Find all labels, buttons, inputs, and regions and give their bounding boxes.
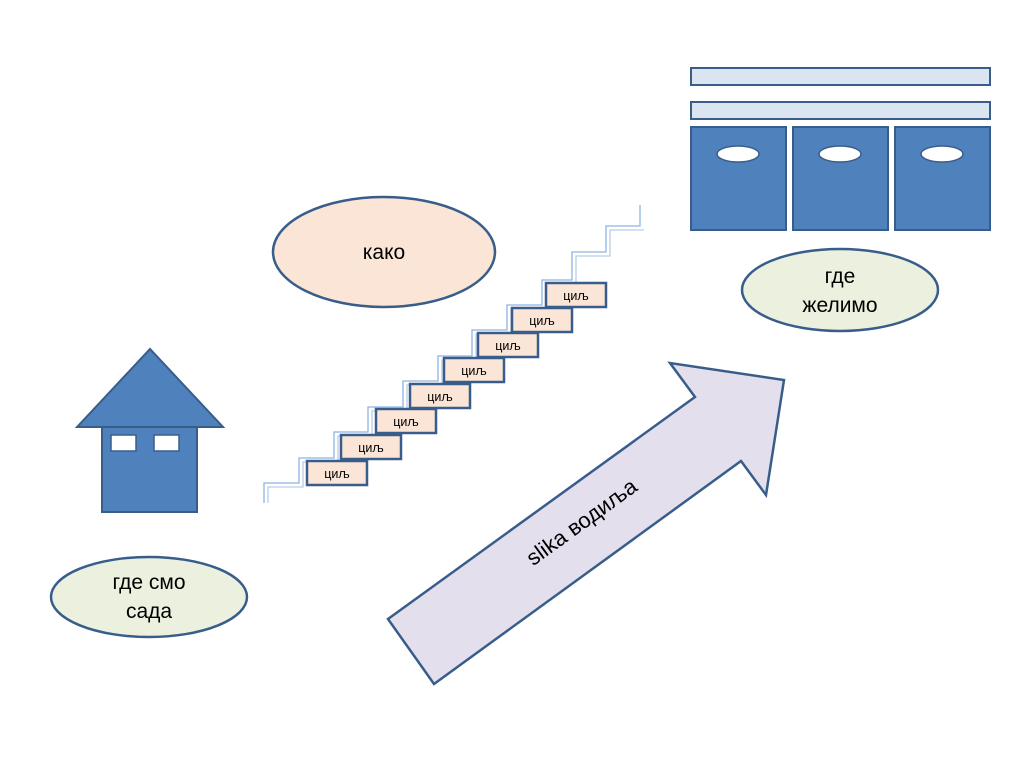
- goal-step-label: циљ: [495, 339, 520, 353]
- current-state-line2: сада: [126, 600, 172, 623]
- goal-step: циљ: [374, 407, 438, 435]
- goal-step: циљ: [408, 382, 472, 410]
- goal-step-label: циљ: [461, 364, 486, 378]
- building-block-3: [894, 126, 991, 231]
- building-window-2: [818, 145, 862, 163]
- building-window-3: [920, 145, 964, 163]
- building-roof-bar-top: [690, 67, 991, 86]
- target-line2: желимо: [802, 294, 877, 317]
- house-window-left: [110, 434, 137, 452]
- goal-step-label: циљ: [529, 314, 554, 328]
- house-window-right: [153, 434, 180, 452]
- target-line1: где: [825, 265, 856, 288]
- goal-step: циљ: [510, 306, 574, 334]
- goal-steps: циљ циљ циљ циљ циљ циљ циљ циљ: [305, 281, 608, 487]
- how-ellipse: како: [271, 195, 497, 309]
- current-state-line1: где смо: [112, 571, 185, 594]
- goal-step-label: циљ: [358, 441, 383, 455]
- goal-step-label: циљ: [324, 467, 349, 481]
- building-window-1: [716, 145, 760, 163]
- goal-step-label: циљ: [393, 415, 418, 429]
- goal-step: циљ: [305, 459, 369, 487]
- building-block-1: [690, 126, 787, 231]
- goal-step: циљ: [339, 433, 403, 461]
- goal-step: циљ: [476, 331, 540, 359]
- goal-step-label: циљ: [563, 289, 588, 303]
- goal-step-label: циљ: [427, 390, 452, 404]
- vision-arrow: slika водиља: [386, 361, 786, 686]
- goal-step: циљ: [544, 281, 608, 309]
- current-state-ellipse: где смо сада: [49, 555, 249, 639]
- building-icon: [690, 67, 991, 231]
- house-roof: [74, 347, 226, 428]
- goal-step: циљ: [442, 356, 506, 384]
- how-label: како: [363, 241, 405, 264]
- target-ellipse: где желимо: [740, 247, 940, 333]
- building-roof-bar-lower: [690, 101, 991, 120]
- building-block-2: [792, 126, 889, 231]
- house-icon: [74, 347, 226, 513]
